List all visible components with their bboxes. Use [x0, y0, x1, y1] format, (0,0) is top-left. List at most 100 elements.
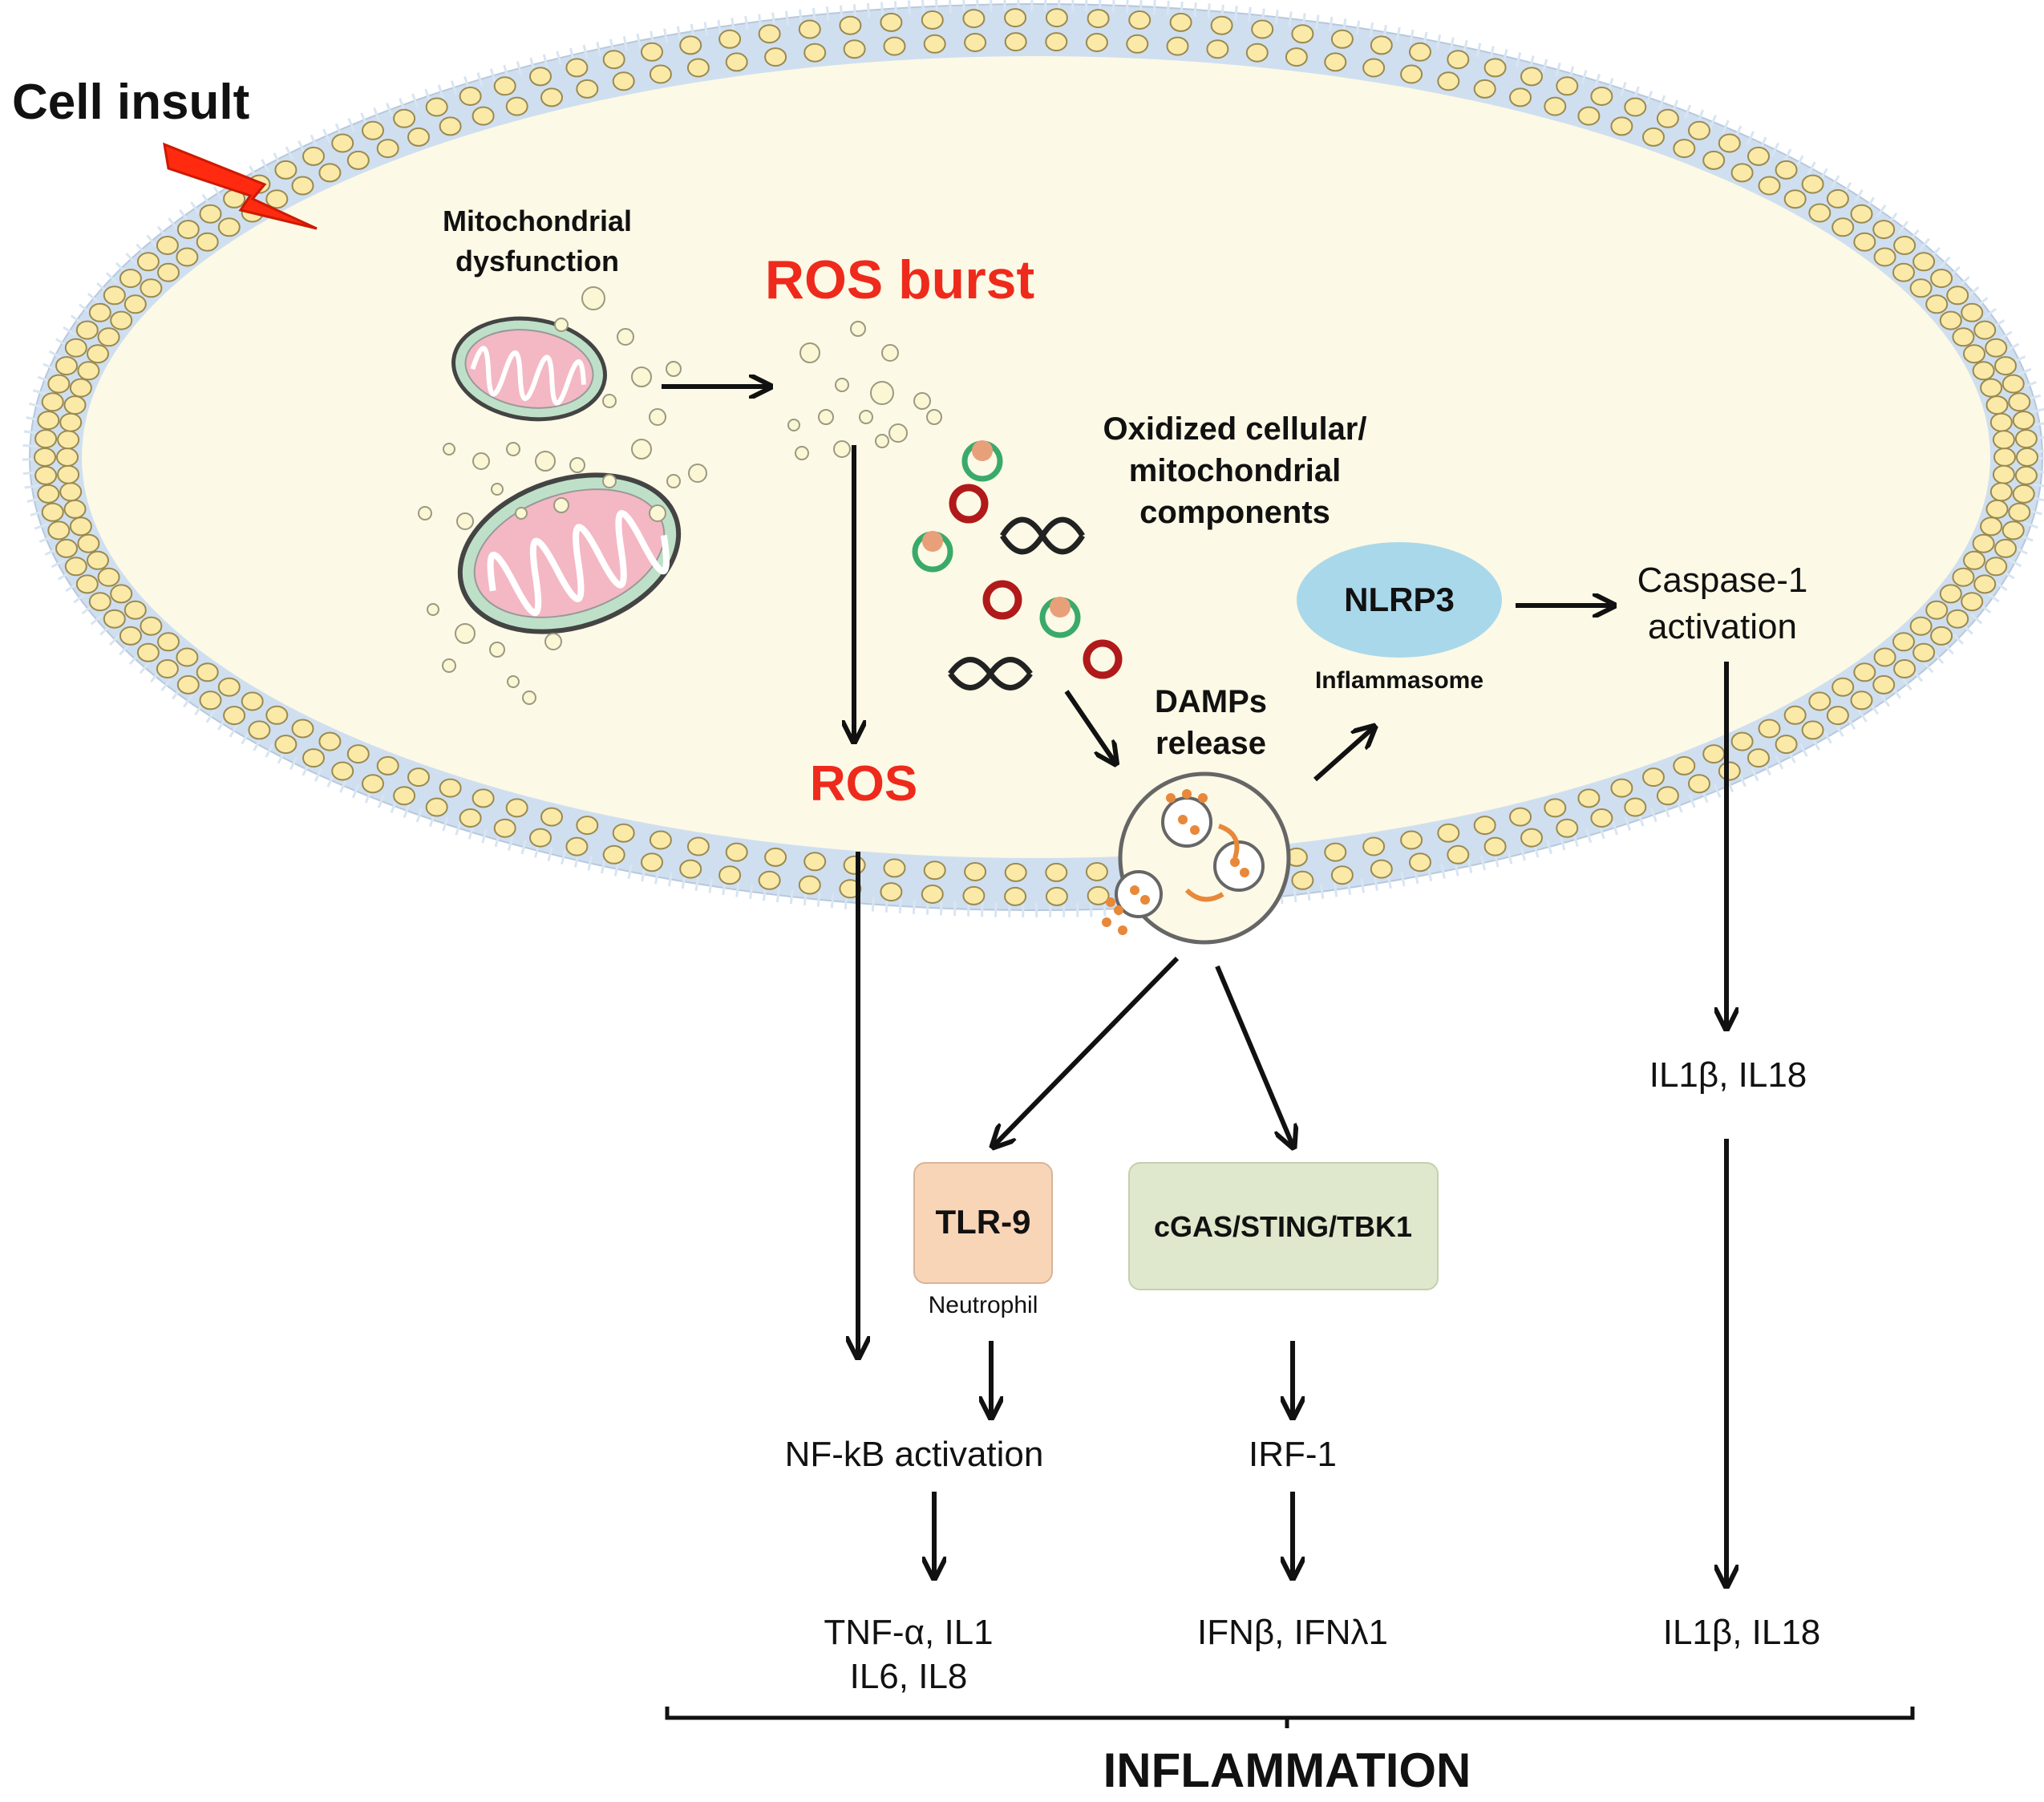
lipid-head — [1520, 828, 1543, 848]
arrow-damps-to-nlrp3 — [1313, 728, 1373, 782]
lipid-head — [1925, 600, 1949, 620]
lipid-head — [880, 882, 903, 902]
lipid-head — [1893, 236, 1917, 255]
ros-label: ROS — [810, 756, 917, 812]
lipid-head — [110, 584, 133, 604]
lipid-head — [1892, 632, 1915, 652]
lipid-head — [123, 294, 147, 314]
lipid-head — [56, 447, 79, 467]
lipid-head — [119, 626, 142, 646]
lipid-head — [1718, 133, 1741, 153]
cgas-label: cGAS/STING/TBK1 — [1154, 1210, 1412, 1243]
lipid-head — [1961, 592, 1984, 612]
lipid-head — [1747, 748, 1770, 768]
ros-bubble — [506, 442, 520, 456]
lipid-head — [679, 35, 702, 55]
lipid-head — [34, 429, 58, 449]
lipid-head — [1673, 139, 1696, 159]
lipid-head — [439, 778, 462, 798]
ros-bubble — [427, 603, 439, 616]
ros-bubble — [859, 410, 873, 424]
lipid-head — [407, 127, 430, 147]
lipid-head — [1400, 830, 1423, 850]
lipid-head — [459, 87, 482, 106]
tnf-label-2: IL6, IL8 — [850, 1657, 968, 1696]
lipid-head — [1330, 29, 1354, 49]
ros-bubble — [507, 675, 520, 688]
lipid-head — [88, 592, 111, 612]
lipid-head — [88, 302, 111, 322]
ros-bubble — [881, 344, 899, 362]
lipid-head — [176, 674, 200, 694]
lipid-head — [1702, 150, 1726, 170]
lipid-head — [425, 797, 448, 817]
lipid-head — [1985, 557, 2008, 577]
lipid-head — [565, 836, 589, 856]
lipid-head — [1946, 285, 1969, 306]
lipid-head — [1610, 116, 1633, 136]
lipid-head — [1324, 842, 1347, 862]
lipid-heads — [34, 8, 2038, 906]
lipid-head — [1004, 32, 1027, 52]
lipid-head — [196, 232, 219, 252]
lipid-head — [223, 706, 246, 726]
lipid-head — [63, 395, 87, 415]
inflammation-label: INFLAMMATION — [1103, 1743, 1471, 1797]
lipid-head — [1544, 798, 1567, 818]
lipid-head — [1447, 844, 1470, 865]
lipid-head — [217, 677, 241, 697]
caspase-label-1: Caspase-1 — [1637, 561, 1808, 600]
lipid-head — [156, 659, 179, 678]
lipid-head — [291, 719, 314, 739]
ros-bubble — [833, 440, 851, 458]
lipid-head — [602, 844, 625, 865]
mito-dysfunction-label-1: Mitochondrial — [443, 204, 632, 237]
ros-bubble — [569, 457, 585, 473]
lipid-head — [1447, 50, 1470, 70]
lipid-head — [843, 39, 866, 59]
lipid-head — [1520, 67, 1543, 87]
lipid-head — [1972, 361, 1995, 381]
lipid-head — [1850, 204, 1873, 224]
lipid-head — [1509, 87, 1532, 107]
lipid-head — [565, 58, 589, 78]
lipid-head — [612, 823, 635, 843]
ros-bubble — [875, 434, 889, 448]
lipid-head — [1409, 42, 1431, 62]
lipid-head — [1656, 786, 1679, 806]
lipid-head — [2002, 374, 2025, 394]
lipid-head — [1853, 662, 1876, 682]
lipid-head — [103, 285, 126, 306]
irf1-label: IRF-1 — [1249, 1435, 1337, 1474]
lipid-head — [1985, 499, 2009, 519]
ros-bubble — [913, 392, 931, 410]
lipid-head — [1556, 818, 1579, 838]
lipid-head — [2012, 411, 2035, 431]
lipid-head — [1783, 189, 1807, 209]
ros-bubble — [472, 452, 490, 470]
lipid-head — [1437, 823, 1460, 843]
lipid-head — [798, 19, 821, 39]
lipid-head — [176, 647, 199, 667]
lipid-head — [1925, 294, 1949, 314]
lipid-head — [1473, 816, 1496, 836]
lipid-head — [302, 146, 325, 166]
lipid-head — [1556, 76, 1579, 96]
caspase-label-2: activation — [1648, 607, 1797, 646]
lipid-head — [302, 748, 325, 768]
lipid-head — [1872, 674, 1896, 694]
lipid-head — [57, 464, 80, 484]
lipid-head — [1775, 735, 1798, 755]
oxidized-label-1: Oxidized cellular/ — [1103, 411, 1366, 447]
cell-interior — [82, 56, 1990, 858]
lipid-head — [1087, 885, 1110, 905]
lipid-head — [1004, 8, 1027, 28]
lipid-head — [1362, 58, 1386, 78]
lipid-head — [34, 465, 58, 485]
lipid-head — [1909, 616, 1933, 636]
lipid-head — [1085, 33, 1108, 52]
oxidized-label-3: components — [1139, 495, 1330, 530]
lipid-head — [472, 106, 495, 126]
lipid-head — [1930, 269, 1953, 289]
lipid-head — [362, 774, 384, 794]
